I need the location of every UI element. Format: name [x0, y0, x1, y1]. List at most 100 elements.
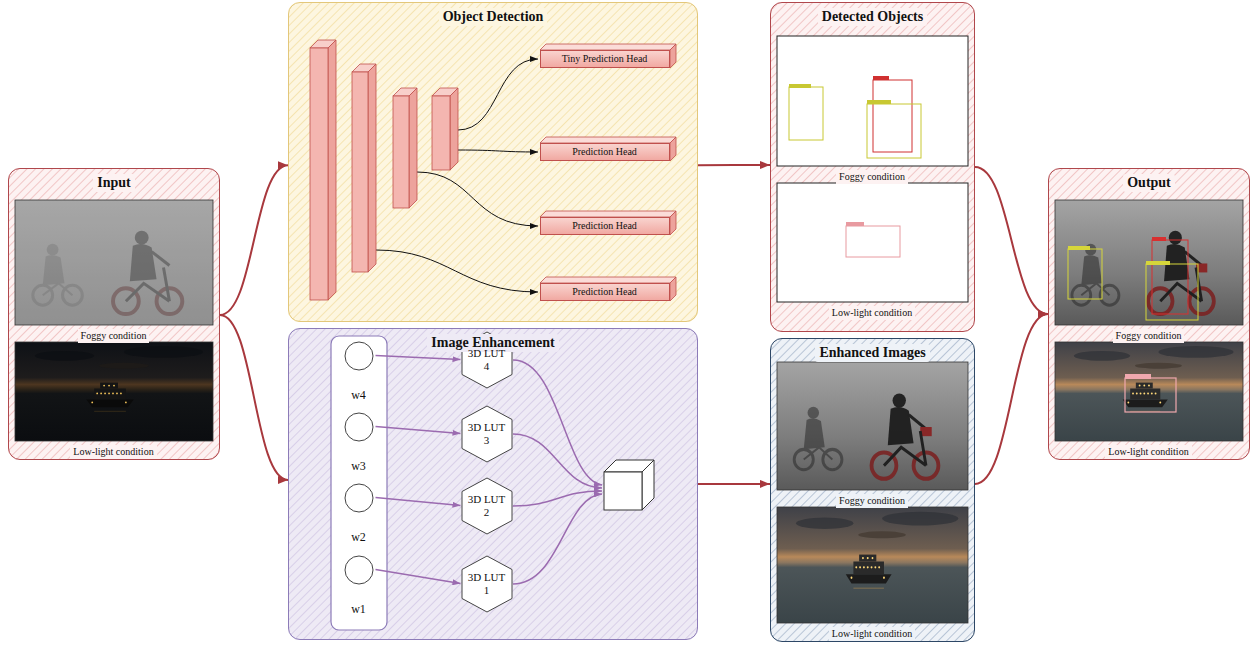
photo-thumbnail	[15, 342, 213, 441]
fusion-arrow	[513, 494, 602, 584]
lut-label: 3D LUT 2	[467, 493, 507, 519]
caption-holder: Low-light condition	[15, 441, 213, 456]
panel-title: Output	[1123, 174, 1175, 192]
flow-arrow	[376, 427, 461, 434]
weight-label: w2	[349, 530, 368, 544]
weight-circle-outline	[345, 342, 373, 370]
image-frame: Foggy condition	[15, 200, 213, 340]
detection-canvas	[777, 36, 968, 166]
label-holder: w3	[336, 456, 382, 474]
label-holder: w1	[336, 599, 382, 617]
backbone-layer	[352, 72, 368, 272]
panel-title: Detected Objects	[818, 8, 927, 26]
weight-column	[331, 336, 387, 630]
photo-thumbnail	[1146, 264, 1198, 320]
head-depth	[670, 44, 676, 68]
lut-hexagon: 3D LUT 2	[461, 477, 513, 535]
panel-ground	[770, 338, 975, 642]
stage-panel: OutputFoggy conditionLow-light condition	[1048, 168, 1250, 460]
detection-canvas	[867, 104, 921, 158]
photo-thumbnail	[15, 200, 213, 441]
photo-thumbnail	[1055, 200, 1243, 325]
backbone-layer	[393, 96, 409, 208]
fusion-arrow	[513, 434, 602, 488]
title-holder: Detected Objects	[771, 7, 974, 26]
photo-thumbnail	[1152, 240, 1188, 314]
image-caption: Foggy condition	[78, 329, 150, 343]
image-caption: Low-light condition	[829, 306, 915, 320]
hexagon-outline	[462, 478, 512, 534]
photo-thumbnail	[1152, 237, 1166, 241]
photo-thumbnail	[1125, 374, 1151, 379]
stage-panel: Object DetectionTiny Prediction HeadPred…	[288, 2, 698, 322]
photo-thumbnail	[1125, 378, 1176, 412]
photo-thumbnail	[15, 342, 213, 441]
caption-holder: Low-light condition	[777, 302, 968, 317]
weight-shape	[342, 553, 376, 587]
backbone-layer	[310, 40, 458, 300]
flow-arrow	[376, 356, 461, 360]
photo-thumbnail	[15, 200, 213, 325]
panel-title: Input	[93, 174, 134, 192]
detection-canvas	[867, 100, 891, 104]
detection-canvas	[873, 76, 889, 80]
photo-thumbnail	[1068, 249, 1102, 299]
panel-ground	[288, 328, 698, 640]
photo-thumbnail	[1055, 200, 1243, 441]
feature-arrow	[376, 250, 538, 292]
title-holder: Output	[1049, 173, 1249, 192]
photo-thumbnail	[777, 507, 968, 623]
image-frame: Low-light condition	[15, 342, 213, 456]
backbone-layer	[409, 88, 417, 208]
image-frame: Low-light condition	[1055, 342, 1243, 456]
photo-thumbnail	[15, 200, 213, 325]
flow-arrow	[220, 165, 288, 315]
image-frame: Foggy condition	[1055, 200, 1243, 340]
photo-thumbnail	[1055, 342, 1243, 441]
fusion-arrow	[513, 360, 602, 485]
backbone-layer	[450, 88, 458, 170]
head-depth	[670, 277, 676, 301]
image-caption: Low-light condition	[70, 445, 156, 459]
head-label: Prediction Head	[572, 219, 637, 233]
fused-lut-cube	[642, 460, 654, 510]
detection-canvas	[789, 84, 811, 88]
lut-label: 3D LUT 3	[467, 421, 507, 447]
title-holder: Input	[9, 173, 219, 192]
weight-circle: w3	[342, 410, 376, 480]
photo-thumbnail	[777, 507, 968, 623]
lut-label: 3D LUT 1	[467, 571, 507, 597]
caption-holder: Foggy condition	[777, 166, 968, 181]
image-caption: Foggy condition	[836, 170, 908, 184]
caption-holder: Low-light condition	[1055, 441, 1243, 456]
detection-canvas	[777, 183, 968, 302]
image-caption: Low-light condition	[1105, 445, 1191, 459]
fusion-arrow	[513, 360, 602, 584]
caption-holder: Low-light condition	[777, 623, 968, 638]
detection-canvas	[777, 36, 968, 302]
feature-arrow	[417, 172, 538, 226]
image-frame: Low-light condition	[777, 183, 968, 317]
fused-lut-cube	[604, 472, 642, 510]
head-depth	[670, 137, 676, 161]
backbone-layer	[368, 64, 376, 272]
lut-label: 3D LUT 4	[467, 347, 507, 373]
backbone-layer	[432, 96, 450, 170]
stage-panel: Detected ObjectsFoggy conditionLow-light…	[770, 2, 975, 332]
head-depth	[670, 211, 676, 235]
hexagon-outline	[462, 332, 512, 388]
stage-panel: Image Enhancementw43D LUT 4w33D LUT 3w23…	[288, 328, 698, 640]
panel-title: Object Detection	[439, 8, 548, 26]
head-depth	[540, 44, 676, 301]
feature-arrow	[376, 59, 538, 292]
prediction-head: Prediction Head	[540, 283, 670, 301]
stage-panel: Enhanced ImagesFoggy conditionLow-light …	[770, 338, 975, 642]
weight-circle-outline	[345, 413, 373, 441]
caption-holder: Foggy condition	[777, 490, 968, 505]
weight-circle-outline	[345, 556, 373, 584]
head-label: Tiny Prediction Head	[562, 52, 648, 66]
title-holder: Object Detection	[289, 7, 697, 26]
weight-label: w3	[349, 459, 368, 473]
